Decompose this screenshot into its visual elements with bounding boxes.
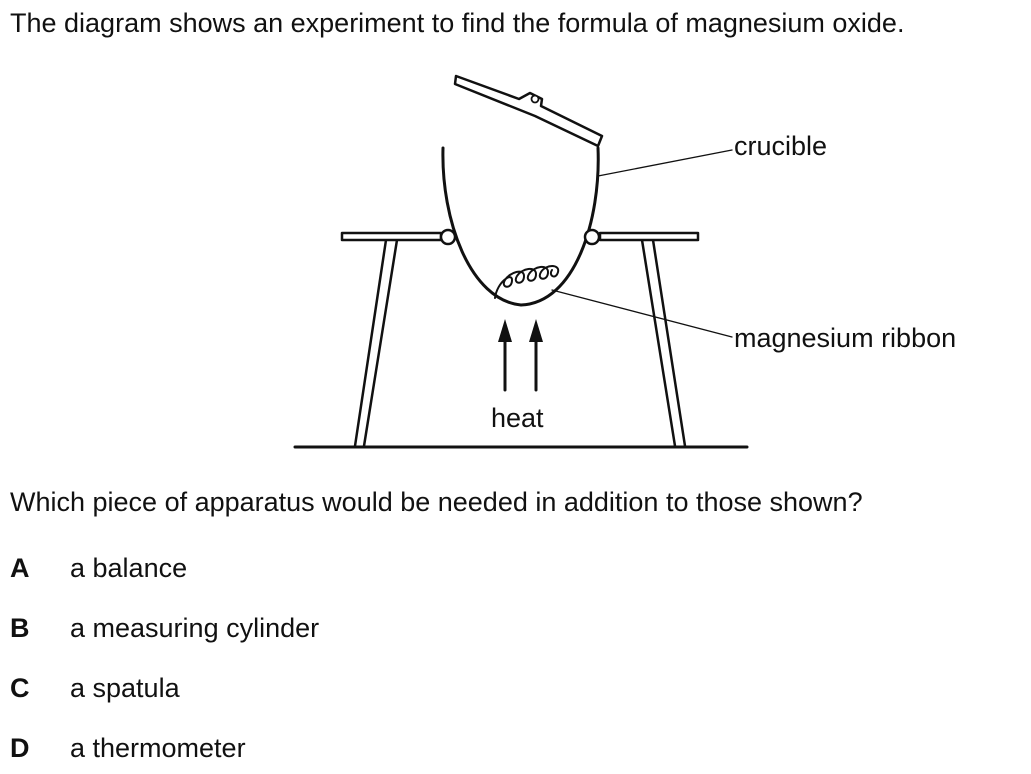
support-knob-right [583,228,601,246]
pipeclay-triangle-left [340,231,443,242]
magnesium-ribbon-label: magnesium ribbon [734,323,956,353]
option-text: a balance [70,553,188,583]
option-letter: A [10,553,30,583]
option-letter: C [10,673,30,703]
option-letter: B [10,613,30,643]
crucible [441,146,600,307]
option-text: a spatula [70,673,180,703]
crucible-leader-line [597,149,733,177]
support-knob-left [439,228,457,246]
heat-label: heat [491,403,544,433]
crucible-lid [453,74,604,148]
option-text: a thermometer [70,733,246,763]
magnesium-ribbon [494,265,560,299]
pipeclay-triangle-right [598,231,700,242]
heat-arrow-left [498,319,512,392]
question-intro: The diagram shows an experiment to find … [10,8,905,38]
question-stem: Which piece of apparatus would be needed… [10,487,863,517]
lid-handle [530,94,540,104]
tripod-right-leg [640,238,687,448]
ribbon-leader-line [551,289,733,338]
option-letter: D [10,733,30,763]
heat-arrow-right [529,319,543,392]
crucible-label: crucible [734,131,827,161]
tripod-left-leg [353,238,399,448]
option-text: a measuring cylinder [70,613,320,643]
apparatus-diagram: crucible magnesium ribbon heat [293,74,956,449]
